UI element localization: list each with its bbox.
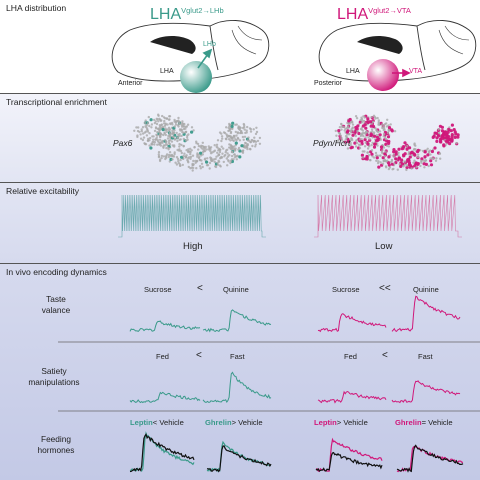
tsne-cluster-right-bottom (360, 141, 442, 172)
compare-symbol: > (231, 418, 237, 427)
position-label-posterior: Posterior (314, 80, 343, 87)
trace-fed-left (129, 391, 201, 404)
lha-sphere-right (367, 59, 399, 91)
compare-symbol-left: < (196, 350, 202, 361)
trace-leptin-right (315, 437, 383, 473)
vehicle-name: Vehicle (428, 418, 453, 427)
drug-name: Leptin (130, 418, 153, 427)
trace-sucrose-right (317, 313, 387, 333)
row-label-satiety: Satiety manipulations (18, 366, 90, 388)
cond-sucrose-left: Sucrose (144, 285, 172, 294)
row-label-line: Taste (46, 294, 66, 304)
projection-arrow-left (197, 48, 213, 69)
compare-symbol-right: < (382, 350, 388, 361)
hormone-label-ghrelin-left: Ghrelin> Vehicle (205, 418, 263, 427)
compare-symbol-left: < (197, 283, 203, 294)
target-label-lhb: LHb (203, 41, 216, 48)
title-main: LHA (337, 6, 369, 23)
trace-vehicle-right-1 (315, 451, 383, 472)
spike-trace-high (118, 194, 266, 238)
region-label-lha-left: LHA (160, 68, 174, 75)
row-label-line: Satiety (41, 366, 67, 376)
vehicle-name: Vehicle (159, 418, 184, 427)
trace-fast-right (391, 380, 461, 404)
gene-label-pdyn-hcrt: Pdyn/Hcrt (313, 138, 351, 148)
trace-quinine-left (202, 309, 272, 333)
title-lha-vta: LHAVglut2→VTA (337, 6, 411, 24)
spike-traces (118, 194, 462, 238)
trace-leptin-left (129, 431, 195, 473)
panel-title: Relative excitability (6, 186, 80, 196)
row-label-line: Feeding (41, 434, 71, 444)
trace-fast-left (202, 371, 272, 403)
cond-quinine-left: Quinine (223, 285, 249, 294)
trace-vehicle-left-1 (129, 433, 195, 473)
tsne-cluster-left-side (216, 121, 262, 154)
cond-fed-right: Fed (344, 352, 357, 361)
compare-symbol: = (421, 418, 427, 427)
panel-transcriptional-enrichment: Transcriptional enrichment Pax6 Pdyn/Hcr… (0, 94, 480, 183)
cond-fast-right: Fast (418, 352, 433, 361)
hormone-label-ghrelin-right: Ghrelin= Vehicle (395, 418, 453, 427)
tsne-cluster-right-top (334, 114, 397, 150)
lha-sphere-left (180, 61, 212, 93)
trace-quinine-right (391, 295, 461, 333)
tsne-plots (133, 113, 460, 172)
compare-symbol: < (152, 418, 158, 427)
cond-fed-left: Fed (156, 352, 169, 361)
trace-vehicle-left-2 (206, 445, 272, 473)
photometry-traces (58, 295, 480, 473)
excitability-label-low: Low (375, 241, 393, 252)
title-superscript: Vglut2→LHb (181, 6, 224, 15)
spike-trace-low (314, 194, 462, 238)
drug-name: Ghrelin (205, 418, 232, 427)
cond-fast-left: Fast (230, 352, 245, 361)
drug-name: Leptin (314, 418, 337, 427)
panel-lha-distribution: LHA distribution (0, 0, 480, 94)
brain-schematics (111, 20, 477, 93)
panel-title: Transcriptional enrichment (6, 97, 107, 107)
drug-name: Ghrelin (395, 418, 422, 427)
target-label-vta: VTA (409, 68, 423, 75)
excitability-label-high: High (183, 241, 203, 252)
hormone-label-leptin-left: Leptin< Vehicle (130, 418, 184, 427)
tsne-cluster-right-side (431, 123, 460, 148)
title-main: LHA (150, 6, 182, 23)
tsne-cluster-left-bottom (157, 140, 242, 172)
gene-label-pax6: Pax6 (113, 138, 133, 148)
vehicle-name: Vehicle (238, 418, 263, 427)
cond-quinine-right: Quinine (413, 285, 439, 294)
vehicle-name: Vehicle (343, 418, 368, 427)
position-label-anterior: Anterior (118, 80, 143, 87)
compare-symbol: > (336, 418, 342, 427)
row-label-taste: Taste valance (30, 294, 82, 316)
trace-fed-right (317, 390, 387, 404)
projection-arrow-right (392, 68, 411, 78)
trace-sucrose-left (129, 320, 201, 333)
trace-ghrelin-right (396, 446, 463, 473)
row-label-hormones: Feeding hormones (28, 434, 84, 456)
row-label-line: manipulations (28, 377, 80, 387)
compare-symbol-right: << (379, 283, 391, 294)
panel-title: LHA distribution (6, 3, 67, 13)
tsne-cluster-left-top (133, 113, 195, 150)
title-superscript: Vglut2→VTA (368, 6, 411, 15)
region-label-lha-right: LHA (346, 68, 360, 75)
panel-in-vivo-encoding: In vivo encoding dynamics Taste valance … (0, 264, 480, 480)
brain-outline-right (318, 20, 477, 82)
panel-title: In vivo encoding dynamics (6, 267, 107, 277)
title-lha-lhb: LHAVglut2→LHb (150, 6, 224, 24)
row-label-line: valance (41, 305, 71, 315)
row-label-line: hormones (37, 445, 75, 455)
trace-vehicle-right-2 (396, 444, 464, 473)
hormone-label-leptin-right: Leptin> Vehicle (314, 418, 368, 427)
cond-sucrose-right: Sucrose (332, 285, 360, 294)
panel-relative-excitability: Relative excitability High Low (0, 183, 480, 264)
